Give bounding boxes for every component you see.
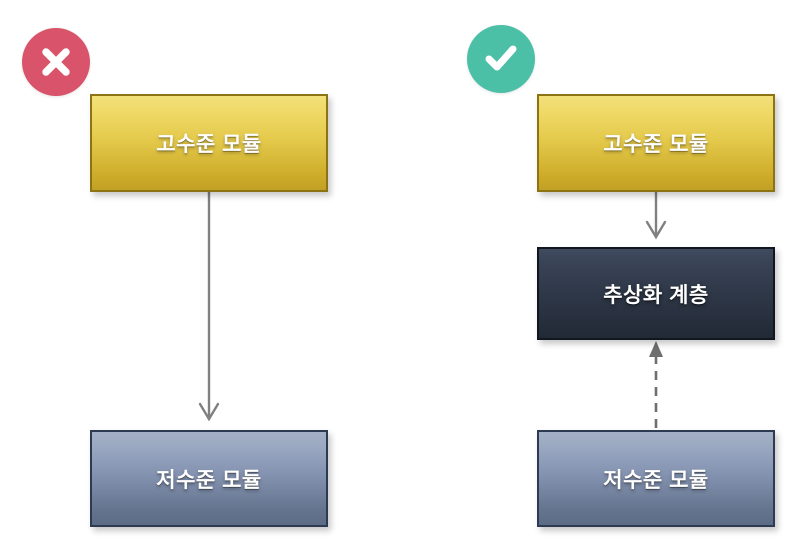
edge-good-low-to-abs [649, 341, 663, 428]
node-label: 저수준 모듈 [603, 468, 709, 492]
edge-bad-high-to-low [198, 192, 220, 422]
node-high-level-module-bad[interactable]: 고수준 모듈 [90, 94, 328, 192]
status-badge-incorrect [22, 28, 90, 96]
node-label: 고수준 모듈 [156, 133, 262, 156]
node-label: 고수준 모듈 [603, 133, 709, 156]
node-label: 추상화 계층 [603, 283, 709, 307]
check-icon [481, 39, 521, 79]
node-low-level-module-good[interactable]: 저수준 모듈 [537, 430, 775, 527]
edge-good-high-to-abs [645, 192, 667, 240]
status-badge-correct [467, 25, 535, 93]
node-low-level-module-bad[interactable]: 저수준 모듈 [90, 430, 328, 527]
node-label: 저수준 모듈 [156, 468, 262, 492]
node-abstraction-layer[interactable]: 추상화 계층 [537, 247, 775, 340]
node-high-level-module-good[interactable]: 고수준 모듈 [537, 94, 775, 192]
cross-icon [37, 43, 75, 81]
